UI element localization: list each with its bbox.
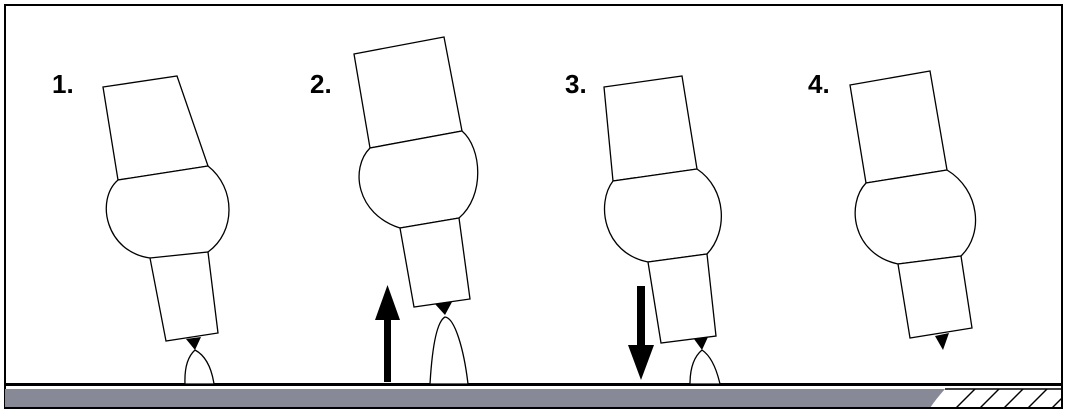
workpiece (5, 383, 1063, 409)
workpiece-hatch (955, 388, 1063, 409)
step-4-torch (849, 70, 977, 350)
torch-nozzle (149, 251, 219, 342)
torch-handle (603, 75, 698, 182)
step-1-torch (102, 75, 230, 385)
torch-handle (353, 36, 463, 149)
torch-handle (849, 70, 948, 184)
workpiece-surface-line (5, 383, 1062, 386)
arc-small (184, 349, 215, 385)
step-4-label: 4. (808, 69, 830, 99)
torch-body (105, 165, 230, 260)
torch-electrode-tip (935, 333, 949, 350)
torch-electrode-tip (694, 337, 708, 350)
torch-nozzle (897, 255, 973, 339)
step-3-label: 3. (565, 69, 587, 99)
torch-nozzle (399, 217, 471, 308)
arc-tall (429, 316, 469, 385)
torch-body (603, 168, 722, 263)
step-2-label: 2. (310, 69, 332, 99)
step-2-torch (353, 36, 479, 385)
workpiece-plate (5, 389, 945, 408)
arrow-up (375, 285, 400, 382)
torch-body (854, 169, 977, 265)
torch-electrode-tip (186, 337, 201, 350)
arrow-down (628, 286, 654, 380)
torch-electrode-tip (435, 302, 452, 315)
arc-small (689, 349, 721, 385)
step-3-torch (603, 75, 722, 385)
step-1-label: 1. (52, 69, 74, 99)
torch-nozzle (647, 253, 717, 344)
